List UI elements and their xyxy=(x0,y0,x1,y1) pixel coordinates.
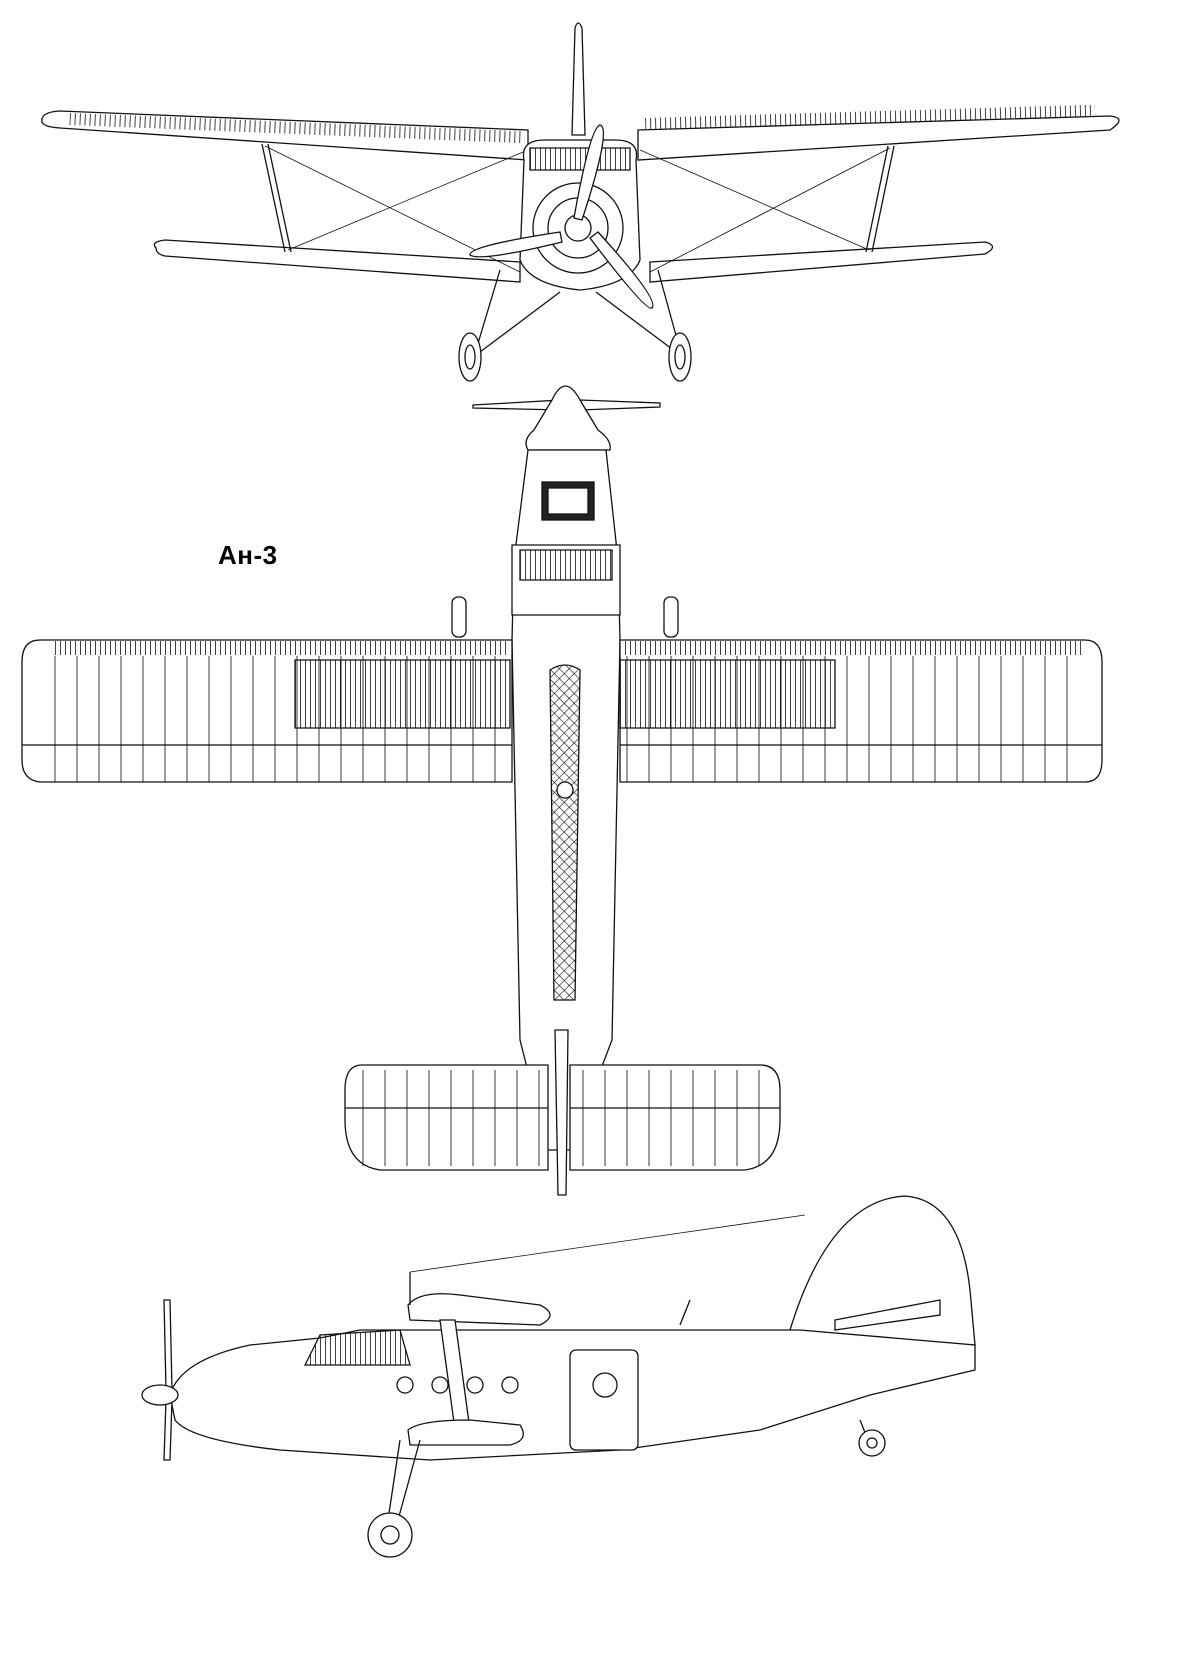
side-cargo-door xyxy=(570,1350,638,1450)
top-cargo-mesh xyxy=(550,665,580,1000)
front-left-wheel xyxy=(459,333,481,381)
aircraft-title: Ан-3 xyxy=(218,540,278,570)
top-view xyxy=(22,386,1102,1195)
side-canopy xyxy=(305,1330,410,1365)
side-propeller xyxy=(164,1300,172,1460)
top-nose xyxy=(526,386,610,450)
front-lower-wing-right xyxy=(650,242,993,282)
front-upper-wing-right xyxy=(638,116,1119,160)
front-lower-wing xyxy=(154,240,520,282)
front-propeller xyxy=(574,125,603,220)
front-view xyxy=(42,23,1119,381)
side-main-wheel xyxy=(368,1513,412,1557)
front-right-wheel xyxy=(669,333,691,381)
front-fin xyxy=(572,23,585,135)
side-view xyxy=(142,1196,975,1557)
side-tail-wheel xyxy=(859,1430,885,1456)
